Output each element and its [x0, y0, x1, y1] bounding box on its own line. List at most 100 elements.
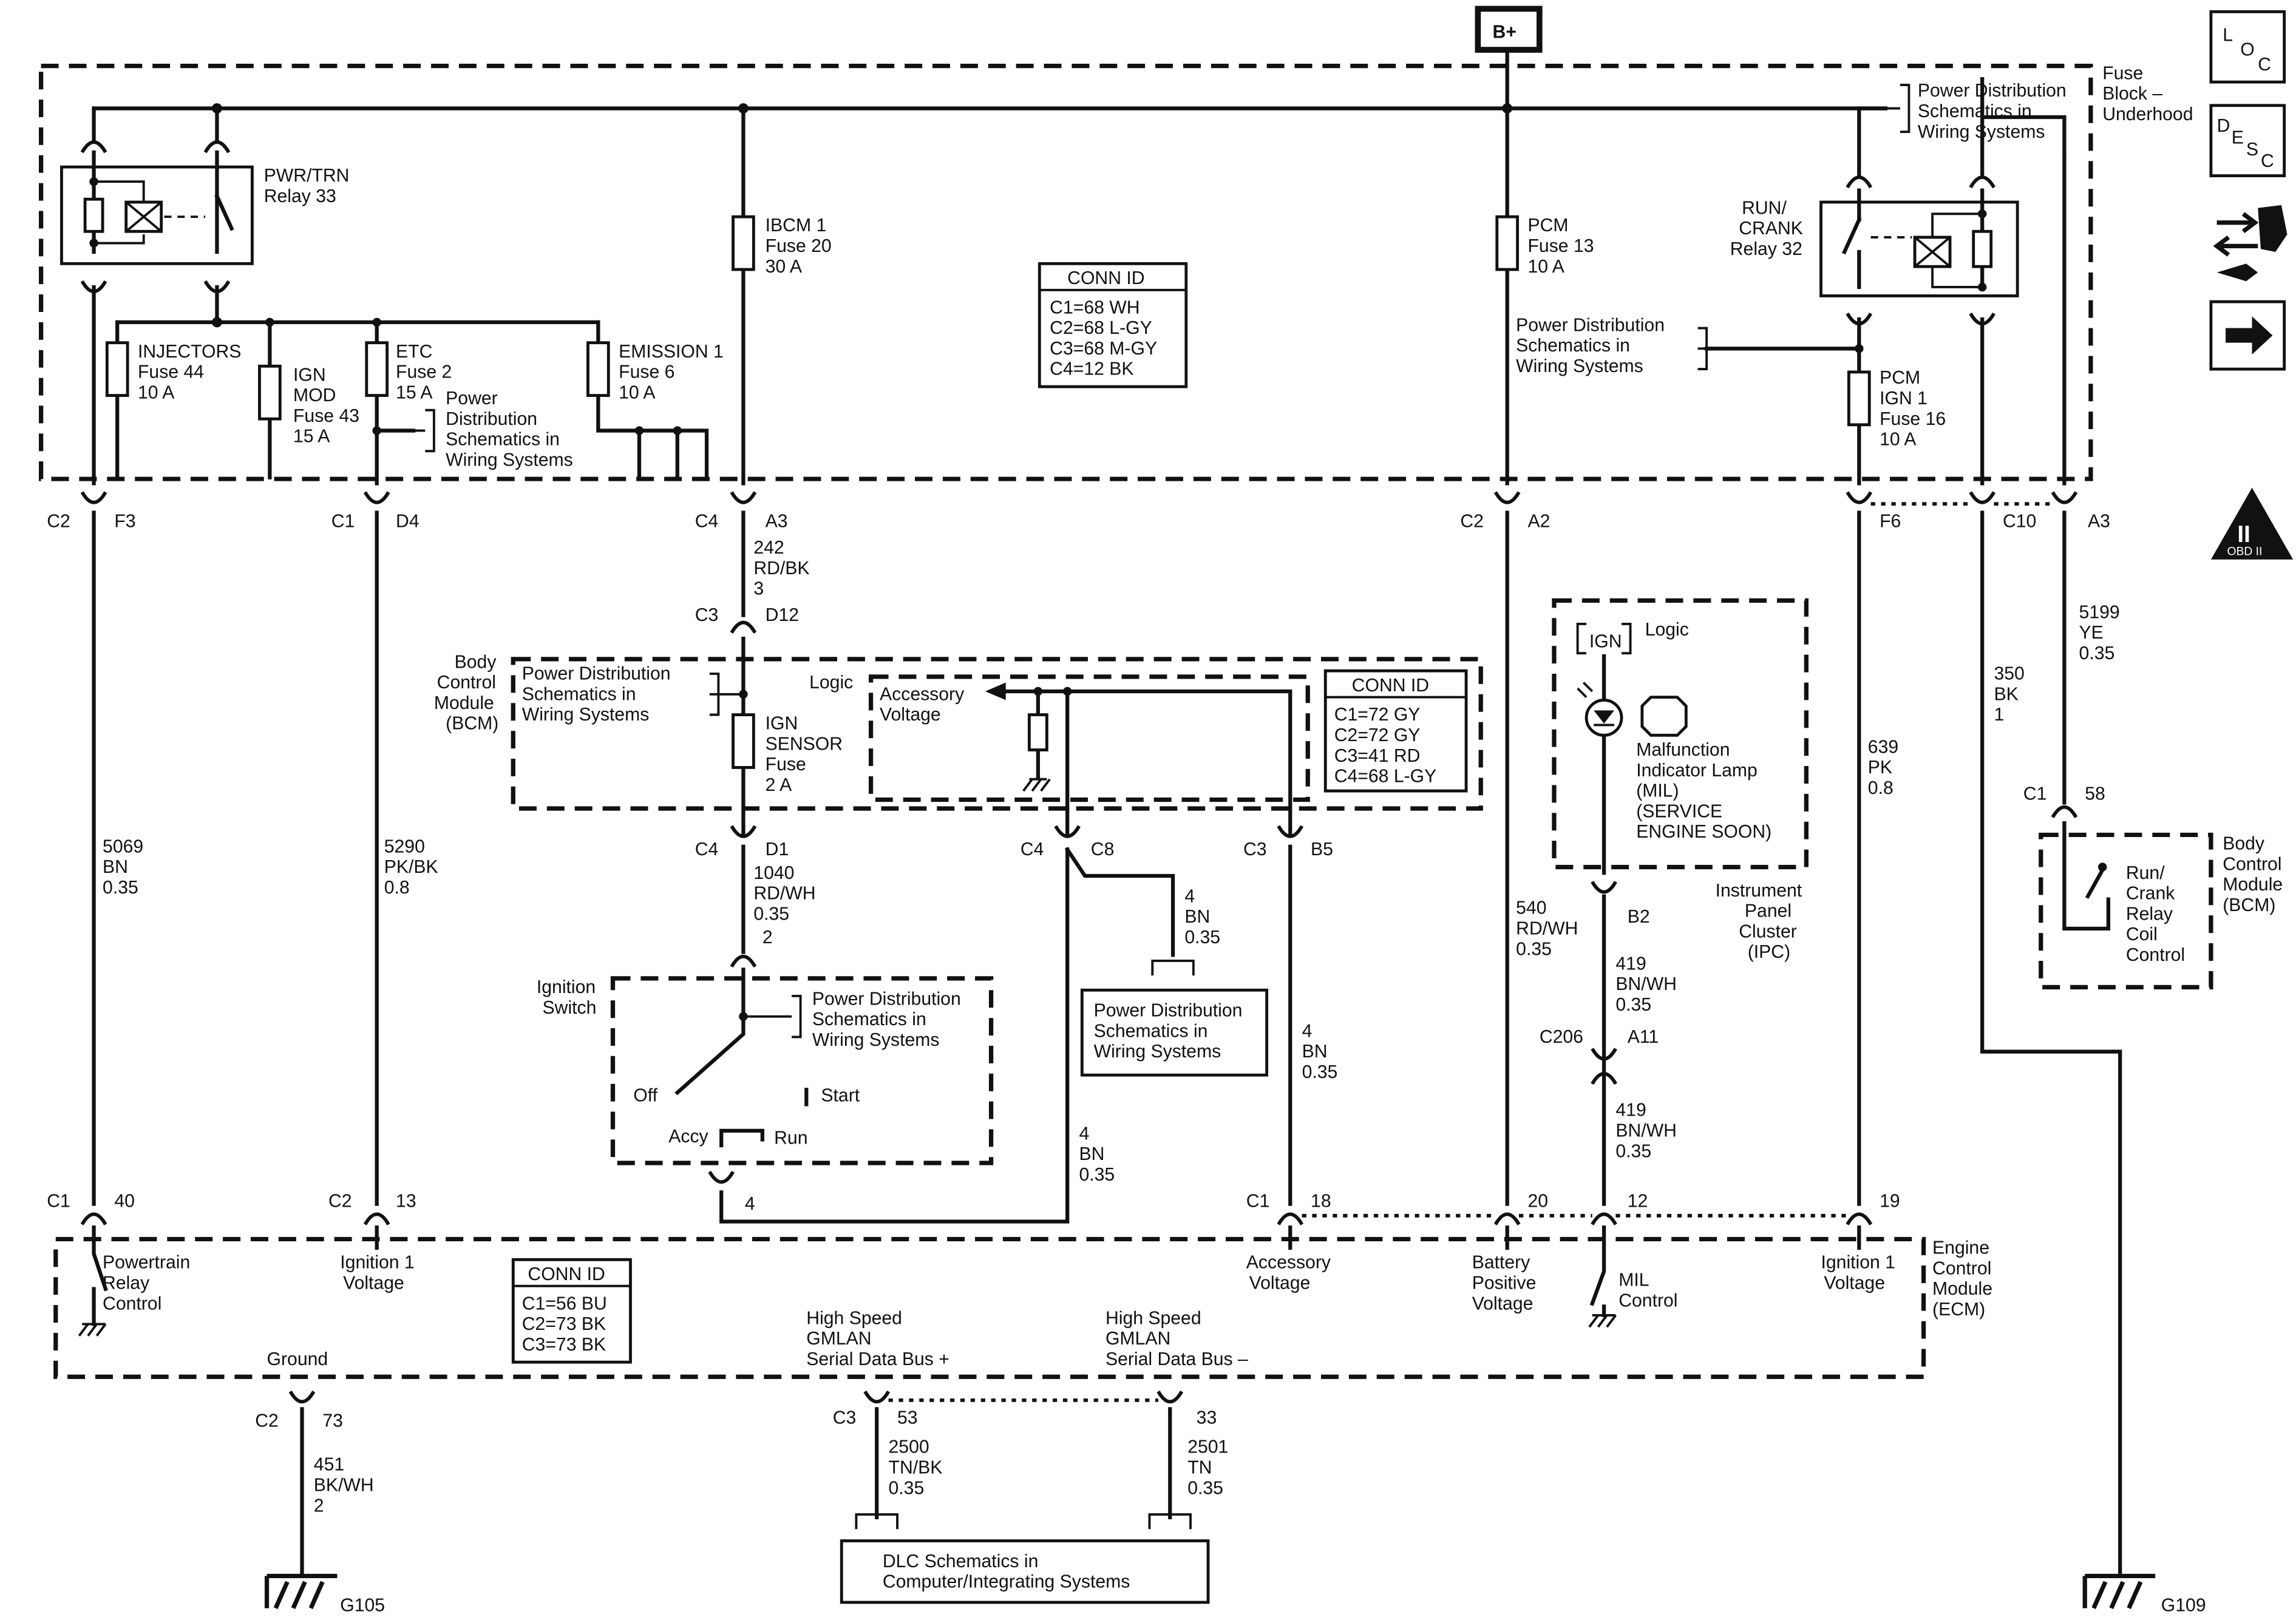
pcm-ign-fuse-16: PCM IGN 1 Fuse 16 10 A: [1847, 368, 1946, 450]
svg-text:15 A: 15 A: [293, 427, 330, 447]
svg-text:419: 419: [1615, 1100, 1646, 1120]
battery-source: B+: [1475, 5, 1543, 110]
svg-text:BK/WH: BK/WH: [314, 1475, 374, 1495]
svg-text:CONN ID: CONN ID: [1067, 268, 1144, 288]
svg-text:1: 1: [1994, 705, 2004, 725]
wire-451: 451 BK/WH 2: [314, 1455, 374, 1516]
wire-419-b: 419 BN/WH 0.35: [1615, 1100, 1677, 1162]
pwr-trn-relay: PWR/TRN Relay 33: [60, 140, 349, 293]
connectors-top: [80, 491, 2078, 506]
instrument-panel-cluster: IGN Logic Malfunction Indicator Lamp (MI…: [1552, 598, 1809, 962]
svg-text:10 A: 10 A: [1880, 430, 1917, 450]
svg-text:G109: G109: [2161, 1595, 2206, 1615]
svg-text:C4: C4: [695, 512, 719, 532]
svg-text:5290: 5290: [384, 836, 425, 856]
bcm-pd-reference: Power Distribution Schematics in Wiring …: [522, 664, 671, 725]
svg-text:BN: BN: [103, 857, 128, 877]
svg-text:B+: B+: [1493, 22, 1517, 42]
svg-text:PCM: PCM: [1528, 215, 1569, 236]
svg-text:C1=56 BU: C1=56 BU: [522, 1293, 607, 1314]
svg-text:PCM: PCM: [1880, 368, 1920, 388]
svg-text:Powertrain: Powertrain: [103, 1253, 190, 1273]
obd-ii-icon: II OBD II: [2210, 487, 2294, 560]
svg-text:INJECTORS: INJECTORS: [138, 342, 241, 362]
desc-icon[interactable]: D E S C: [2209, 104, 2286, 177]
svg-text:Wiring Systems: Wiring Systems: [1918, 122, 2045, 142]
svg-text:D1: D1: [766, 839, 789, 859]
next-arrow-icon[interactable]: [2209, 300, 2286, 371]
run-crank-relay: RUN/ CRANK Relay 32: [1730, 175, 2019, 325]
svg-text:C: C: [2258, 55, 2271, 75]
emission-fuse: EMISSION 1 Fuse 6 10 A: [586, 341, 724, 402]
svg-text:Fuse 13: Fuse 13: [1528, 236, 1594, 256]
svg-text:Control: Control: [2126, 945, 2185, 965]
svg-text:Schematics in: Schematics in: [1094, 1021, 1208, 1041]
wire-1040: 1040 RD/WH 0.35 2: [753, 863, 815, 947]
svg-text:MOD: MOD: [293, 385, 336, 405]
svg-text:Wiring Systems: Wiring Systems: [812, 1030, 940, 1050]
ecm-mil-control: MIL Control: [1618, 1270, 1677, 1311]
svg-text:C8: C8: [1091, 839, 1115, 859]
svg-text:Indicator Lamp: Indicator Lamp: [1636, 761, 1758, 781]
svg-text:0.35: 0.35: [1079, 1165, 1115, 1185]
svg-text:C2: C2: [255, 1411, 279, 1431]
svg-text:C: C: [2261, 151, 2274, 171]
svg-text:BN/WH: BN/WH: [1615, 1121, 1677, 1141]
svg-text:0.35: 0.35: [1187, 1478, 1223, 1498]
svg-text:RD/BK: RD/BK: [753, 558, 809, 578]
svg-text:53: 53: [897, 1408, 918, 1428]
svg-text:10 A: 10 A: [138, 382, 175, 402]
bcm-module: Body Control Module (BCM): [434, 652, 1483, 811]
svg-text:D: D: [2217, 116, 2230, 136]
ign-sensor-fuse: IGN SENSOR Fuse 2 A: [732, 713, 843, 795]
svg-text:IGN 1: IGN 1: [1880, 388, 1927, 408]
svg-text:Coil: Coil: [2126, 924, 2158, 944]
svg-text:Relay 32: Relay 32: [1730, 239, 1802, 259]
svg-text:Crank: Crank: [2126, 884, 2175, 904]
svg-text:1040: 1040: [753, 863, 794, 883]
svg-text:SENSOR: SENSOR: [766, 734, 843, 754]
svg-text:F3: F3: [114, 512, 135, 532]
svg-text:Control: Control: [1618, 1290, 1677, 1310]
ecm-conn-id: CONN ID C1=56 BU C2=73 BK C3=73 BK: [511, 1258, 632, 1364]
svg-text:Schematics in: Schematics in: [1516, 336, 1630, 356]
svg-text:0.35: 0.35: [1184, 927, 1220, 947]
svg-text:2 A: 2 A: [766, 775, 793, 795]
wire-639: 639 PK 0.8: [1868, 737, 1898, 798]
svg-text:Voltage: Voltage: [1824, 1273, 1885, 1293]
svg-text:C4: C4: [695, 839, 719, 859]
bcm-right-module: Run/ Crank Relay Coil Control Body Contr…: [2039, 821, 2283, 990]
svg-text:A3: A3: [2088, 512, 2110, 532]
svg-text:L: L: [2223, 25, 2233, 46]
ecm-module: Engine Control Module (ECM): [53, 1236, 1992, 1379]
svg-text:(ECM): (ECM): [1932, 1300, 1985, 1320]
svg-text:540: 540: [1516, 898, 1546, 918]
svg-text:BN: BN: [1184, 907, 1210, 927]
ecm-top-connectors: [80, 1212, 1873, 1225]
svg-text:Serial Data Bus +: Serial Data Bus +: [806, 1349, 949, 1369]
svg-text:C3: C3: [833, 1408, 857, 1428]
svg-text:F6: F6: [1880, 512, 1901, 532]
svg-text:Fuse: Fuse: [766, 754, 806, 775]
svg-text:High Speed: High Speed: [806, 1308, 902, 1328]
svg-text:C3: C3: [1243, 839, 1267, 859]
svg-text:Wiring Systems: Wiring Systems: [446, 450, 573, 470]
svg-text:4: 4: [1302, 1021, 1313, 1041]
svg-text:Module: Module: [2223, 875, 2283, 895]
connector-tool-icon[interactable]: [2213, 205, 2288, 282]
svg-text:(MIL): (MIL): [1636, 781, 1679, 801]
svg-text:CRANK: CRANK: [1739, 219, 1803, 239]
loc-icon[interactable]: L O C: [2209, 10, 2286, 84]
svg-text:TN: TN: [1187, 1458, 1212, 1478]
svg-text:Schematics in: Schematics in: [812, 1009, 926, 1029]
svg-text:0.8: 0.8: [1868, 778, 1894, 798]
svg-text:0.35: 0.35: [1302, 1062, 1338, 1082]
wire-2500: 2500 TN/BK 0.35: [889, 1437, 943, 1499]
wire-5199: 5199 YE 0.35: [2079, 602, 2120, 663]
bcm-conn-id: CONN ID C1=72 GY C2=72 GY C3=41 RD C4=68…: [1323, 669, 1468, 793]
svg-text:C1: C1: [1246, 1191, 1270, 1211]
svg-text:PK/BK: PK/BK: [384, 857, 438, 877]
svg-text:Wiring Systems: Wiring Systems: [1094, 1042, 1221, 1062]
svg-text:Fuse 6: Fuse 6: [619, 362, 674, 382]
pd-reference-box: Power Distribution Schematics in Wiring …: [1080, 988, 1269, 1077]
